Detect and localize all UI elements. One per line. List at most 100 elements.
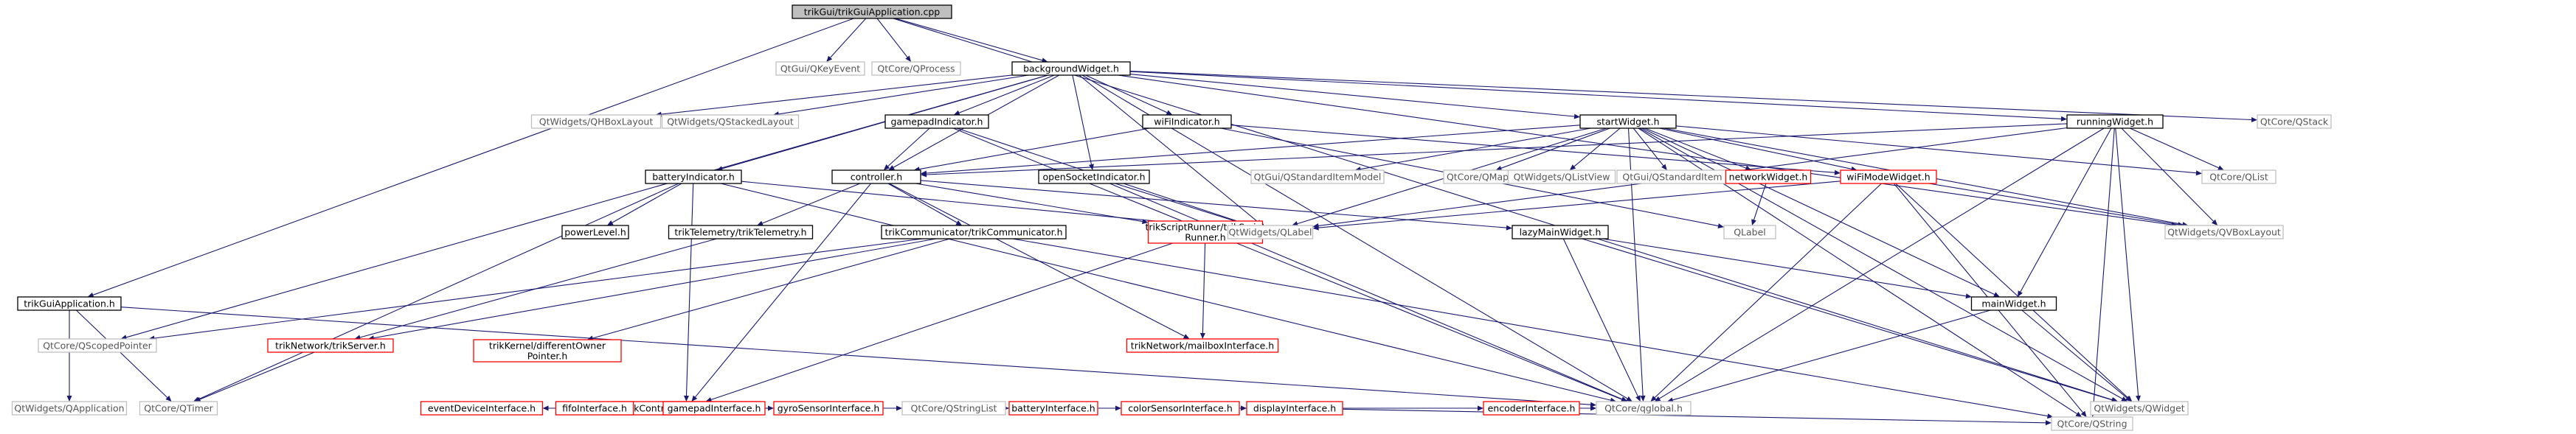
node-box (1596, 401, 1692, 416)
edge-n3-n28 (1118, 74, 2172, 225)
node-qtcore-qmap: QtCore/QMap (1443, 169, 1512, 184)
node-wifimodewidget-h[interactable]: wiFiModeWidget.h (1840, 169, 1937, 184)
node-label: encoderInterface.h (1488, 403, 1576, 414)
node-qtwidgets-qhboxlayout: QtWidgets/QHBoxLayout (530, 114, 662, 129)
arrowhead-n10-n28 (2212, 219, 2218, 225)
node-label: Runner.h (1185, 232, 1225, 243)
node-qtwidgets-qapplication: QtWidgets/QApplication (11, 401, 128, 416)
edge-n17-n47 (720, 183, 1611, 401)
arrowhead-n0-n29 (87, 293, 94, 298)
edge-n9-n14 (1632, 127, 1664, 167)
node-lazymainwidget-h[interactable]: lazyMainWidget.h (1512, 225, 1609, 239)
edge-n35-n47 (1672, 309, 1991, 401)
node-wifiindicator-h[interactable]: wiFiIndicator.h (1142, 114, 1232, 129)
node-box (661, 114, 800, 129)
arrowhead-n18-n22 (757, 220, 764, 226)
node-box (1483, 401, 1580, 416)
edge-n23-n30 (154, 238, 923, 339)
edge-n29-n37 (76, 309, 168, 398)
node-box (1512, 225, 1609, 239)
arrowhead-n18-n26 (1506, 225, 1512, 231)
node-label: networkWidget.h (1729, 172, 1808, 183)
node-qtwidgets-qstackedlayout: QtWidgets/QStackedLayout (661, 114, 800, 129)
edge-n10-n49 (2092, 127, 2115, 412)
arrowhead-n10-n35 (2018, 290, 2023, 297)
node-mainwidget-h[interactable]: mainWidget.h (1970, 296, 2057, 311)
node-gamepadinterface-h[interactable]: gamepadInterface.h (662, 401, 766, 416)
node-triknetwork-trikserver-h[interactable]: trikNetwork/trikServer.h (267, 338, 394, 353)
node-runningwidget-h[interactable]: runningWidget.h (2066, 114, 2164, 129)
node-label: eventDeviceInterface.h (428, 403, 536, 414)
node-networkwidget-h[interactable]: networkWidget.h (1725, 169, 1812, 184)
node-backgroundwidget-h[interactable]: backgroundWidget.h (1011, 61, 1131, 76)
node-box (2051, 416, 2133, 431)
node-controller-h[interactable]: controller.h (831, 169, 921, 184)
node-label: QtCore/QStringList (911, 403, 997, 414)
node-box (2066, 114, 2164, 129)
node-batteryindicator-h[interactable]: batteryIndicator.h (645, 169, 742, 184)
node-label: trikNetwork/trikServer.h (275, 340, 386, 351)
arrowhead-n3-n8 (1166, 110, 1173, 115)
node-startwidget-h[interactable]: startWidget.h (1579, 114, 1677, 129)
edge-n10-n16 (2129, 127, 2219, 169)
node-encoderinterface-h[interactable]: encoderInterface.h (1483, 401, 1580, 416)
node-trikguiapplication-h[interactable]: trikGuiApplication.h (17, 296, 122, 311)
node-opensocketindicator-h[interactable]: openSocketIndicator.h (1038, 169, 1150, 184)
arrowhead-n29-n37 (165, 395, 172, 402)
node-triknetwork-mailboxinterface-h[interactable]: trikNetwork/mailboxInterface.h (1126, 338, 1279, 353)
node-box (2090, 401, 2189, 416)
node-box (1227, 225, 1314, 239)
node-gamepadindicator-h[interactable]: gamepadIndicator.h (884, 114, 989, 129)
node-label: batteryIndicator.h (652, 172, 735, 183)
node-trikcommunicator-trikcommunicator-h[interactable]: trikCommunicator/trikCommunicator.h (881, 225, 1067, 239)
edge-n19-n47 (1109, 183, 1623, 400)
edge-n10-n48 (2115, 127, 2139, 396)
node-box (1250, 169, 1385, 184)
edge-n3-n4 (1129, 70, 2252, 121)
node-box (420, 401, 544, 416)
node-label: startWidget.h (1596, 116, 1659, 127)
node-box (1008, 401, 1098, 416)
node-box (1725, 169, 1812, 184)
arrowhead-n10-n16 (2217, 165, 2224, 170)
node-powerlevel-h[interactable]: powerLevel.h (561, 225, 629, 239)
arrowhead-n8-n27 (1717, 223, 1724, 228)
node-qtgui-qstandarditem: QtGui/QStandardItem (1616, 169, 1728, 184)
node-box (139, 401, 218, 416)
node-label: QtWidgets/QStackedLayout (667, 116, 794, 127)
node-box (901, 401, 1006, 416)
node-box (1840, 169, 1937, 184)
node-colorsensorinterface-h[interactable]: colorSensorInterface.h (1121, 401, 1240, 416)
edge-n26-n47 (1562, 238, 1638, 397)
arrowhead-n10-n48 (2136, 395, 2141, 402)
node-displayinterface-h[interactable]: displayInterface.h (1246, 401, 1343, 416)
edge-n17-n25 (741, 181, 1222, 228)
edge-n3-n6 (778, 74, 1029, 115)
edge-n17-n21 (612, 183, 682, 223)
edge-n24-n33 (1202, 242, 1206, 334)
node-gyrosensorinterface-h[interactable]: gyroSensorInterface.h (773, 401, 884, 416)
arrowhead-n26-n48 (2111, 397, 2118, 402)
edge-n31-n37 (199, 351, 315, 400)
edge-n20-n28 (1928, 183, 2178, 225)
node-triktelemetry-triktelemetry-h[interactable]: trikTelemetry/trikTelemetry.h (668, 225, 814, 239)
node-eventdeviceinterface-h[interactable]: eventDeviceInterface.h (420, 401, 544, 416)
arrowhead-n26-n35 (1965, 293, 1972, 299)
node-fifointerface-h[interactable]: fifoInterface.h (555, 401, 634, 416)
edge-n8-n20 (1230, 125, 1835, 173)
edge-n22-n31 (360, 238, 717, 338)
edge-n20-n25 (1318, 181, 1841, 228)
edge-n3-n47 (1081, 74, 1628, 399)
node-label: openSocketIndicator.h (1042, 172, 1145, 183)
arrowhead-n20-n47 (1650, 396, 1657, 402)
node-qtwidgets-qlabel: QtWidgets/QLabel (1227, 225, 1314, 239)
node-box (1723, 225, 1776, 239)
node-label: powerLevel.h (564, 227, 626, 238)
arrowhead-n17-n34 (684, 395, 689, 402)
node-label: wiFiIndicator.h (1154, 116, 1219, 127)
node-batteryinterface-h[interactable]: batteryInterface.h (1008, 401, 1098, 416)
node-label: wiFiModeWidget.h (1846, 172, 1930, 183)
node-trikgui-trikguiapplication-cpp[interactable]: trikGui/trikGuiApplication.cpp (792, 4, 952, 19)
